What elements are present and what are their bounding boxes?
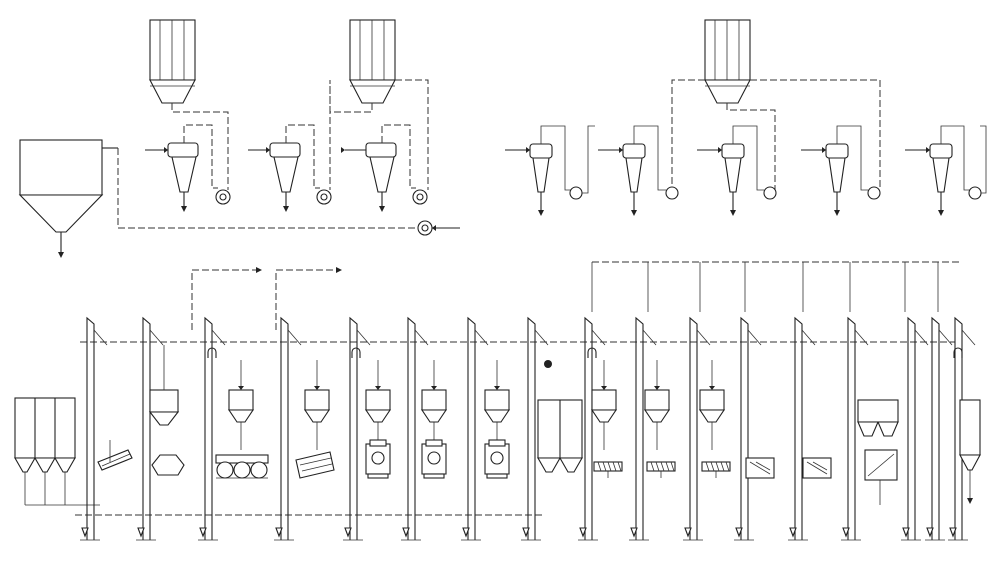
sifter (484, 439, 510, 479)
bag-filter-1 (149, 19, 196, 104)
scale-hopper (303, 360, 331, 450)
collector-duct-left (117, 148, 418, 229)
final-silo (959, 399, 981, 504)
duct-filter-2b (395, 79, 429, 190)
header-duct-right (750, 79, 881, 190)
bucket-elevator (788, 316, 816, 541)
aspiration-drops (591, 262, 939, 312)
mixer-1 (745, 457, 775, 479)
storage-silo (18, 139, 118, 258)
fan-3 (412, 189, 428, 205)
bag-filter-3 (704, 19, 751, 104)
bucket-elevator (925, 316, 953, 541)
bucket-elevator (521, 316, 549, 541)
bucket-elevator (841, 316, 869, 541)
bucket-elevators (80, 316, 976, 541)
bucket-elevator (136, 316, 164, 541)
screw-conveyors (593, 461, 731, 478)
bucket-elevator (734, 316, 762, 541)
transfer-line-2 (275, 269, 338, 330)
roller-mill (215, 454, 269, 479)
duct-right-b (726, 103, 776, 190)
bin-group (14, 397, 100, 506)
scale-hoppers (227, 360, 726, 450)
bucket-elevator (629, 316, 657, 541)
bucket-elevator (198, 316, 226, 541)
screw-conveyor (701, 461, 731, 478)
bucket-elevator (401, 316, 429, 541)
cyclone-r2 (598, 125, 679, 216)
scale-hopper (483, 360, 511, 450)
scale-hopper (364, 360, 392, 450)
pipe-crossover (587, 347, 597, 358)
cyclone-r3 (697, 125, 777, 216)
dust-collection-left-system (18, 19, 460, 258)
scale-hopper (590, 360, 618, 450)
scale-hopper (227, 360, 255, 450)
pipe-crossover (207, 347, 217, 358)
weigh-hopper-1 (148, 345, 185, 476)
screw-conveyor (646, 461, 676, 478)
bucket-elevator (343, 316, 371, 541)
main-fan (417, 220, 460, 236)
screw-conveyor (593, 461, 623, 478)
scale-hopper (420, 360, 448, 450)
packing-station (857, 399, 899, 505)
cyclone-3 (341, 124, 416, 212)
bucket-elevator (578, 316, 606, 541)
fan-1 (215, 189, 231, 205)
screen (295, 451, 335, 479)
duct-filter-1 (171, 103, 229, 190)
bucket-elevator (683, 316, 711, 541)
sifter (421, 439, 447, 479)
processing-line (14, 261, 981, 541)
pipe-crossover (953, 347, 963, 358)
scale-hopper (643, 360, 671, 450)
cyclone-r5 (905, 125, 987, 216)
vibrating-feeder (97, 440, 133, 471)
sifter (365, 439, 391, 479)
mixer-2 (802, 457, 832, 479)
sifters (365, 439, 510, 479)
dust-collection-right-system (505, 19, 987, 216)
bucket-elevator (461, 316, 489, 541)
bucket-elevator (80, 316, 108, 541)
bucket-elevator (901, 316, 929, 541)
transfer-line-1 (191, 269, 258, 330)
cyclone-r1 (505, 125, 595, 216)
fan-2 (316, 189, 332, 205)
duct-right-a (671, 79, 705, 190)
scale-hopper (698, 360, 726, 450)
bag-filter-2 (349, 19, 396, 104)
pipe-crossover (351, 347, 361, 358)
cyclone-1 (145, 124, 218, 212)
twin-bin (537, 360, 583, 473)
cyclone-2 (248, 124, 320, 212)
bucket-elevator (274, 316, 302, 541)
duct-filter-2 (329, 80, 373, 190)
cyclone-r4 (801, 125, 881, 216)
